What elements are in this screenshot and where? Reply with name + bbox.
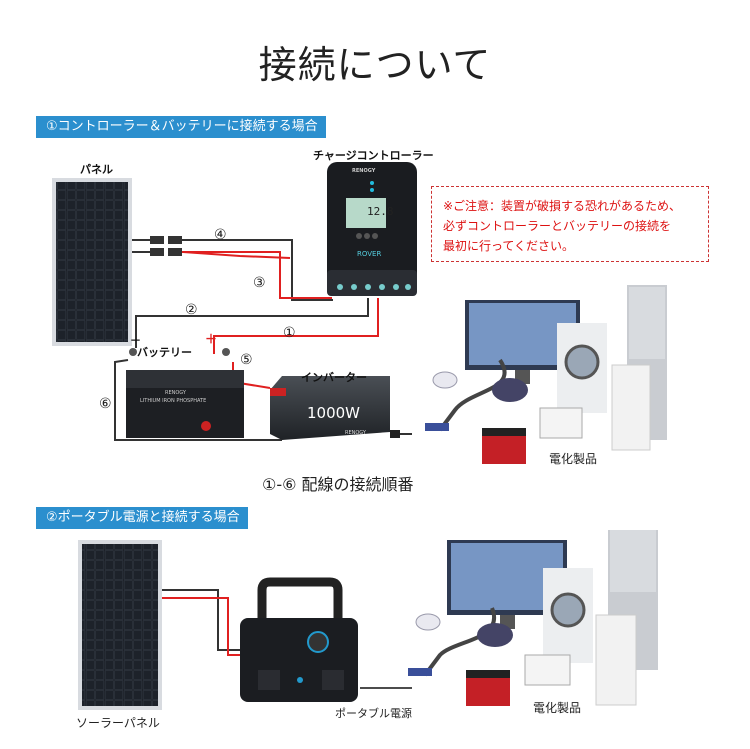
mc4-connector-3: [168, 236, 182, 244]
wire-number-1: ①: [283, 325, 296, 341]
mc4-connector: [150, 236, 164, 244]
portable-power-station: [240, 577, 358, 702]
wire-2: [135, 298, 369, 348]
battery-plus-sign: ＋: [205, 332, 218, 346]
wire-number-3: ③: [253, 275, 266, 291]
inverter: [270, 376, 412, 440]
wire-number-4: ④: [214, 227, 227, 243]
wire-3b: [182, 251, 291, 259]
panel-label: パネル: [80, 163, 113, 176]
mc4-connector-2: [150, 248, 164, 256]
appliances-illustration: [425, 285, 667, 464]
solar-panel: [52, 178, 132, 346]
wiring-2: [162, 589, 412, 689]
charge-controller: [327, 162, 417, 296]
inverter-label: インバーター: [301, 371, 367, 384]
caution-line-1: ※ご注意：装置が破損する恐れがあるため、: [443, 199, 682, 213]
wire-number-5: ⑤: [240, 352, 253, 368]
connection-diagram-portable: [78, 530, 658, 710]
wire-1: [213, 298, 379, 354]
controller-display: 12.8: [367, 205, 394, 218]
solar-panel-label: ソーラーパネル: [76, 716, 160, 730]
appliances-label-1: 電化製品: [549, 452, 598, 466]
wiring-order-caption: ①-⑥ 配線の接続順番: [262, 475, 414, 494]
battery-brand: RENOGY: [165, 390, 186, 396]
wire-4: [182, 239, 333, 301]
controller-model: ROVER: [357, 250, 382, 258]
wire-3: [182, 251, 332, 299]
section1-header: ①コントローラー＆バッテリーに接続する場合: [36, 116, 326, 138]
caution-line-2: 必ずコントローラーとバッテリーの接続を: [443, 219, 672, 233]
battery-text: LITHIUM IRON PHOSPHATE: [140, 398, 207, 404]
inverter-brand: RENOGY: [345, 430, 366, 436]
page-title: 接続について: [258, 43, 492, 87]
section2-header: ②ポータブル電源と接続する場合: [36, 507, 248, 529]
appliances-illustration-2: [408, 530, 658, 706]
controller-label: チャージコントローラー: [313, 149, 434, 162]
solar-panel-2: [78, 540, 162, 710]
controller-brand: RENOGY: [352, 168, 376, 174]
portable-power-label: ポータブル電源: [335, 707, 412, 720]
battery: [126, 348, 244, 438]
appliances-label-2: 電化製品: [533, 701, 582, 715]
wire-6: [114, 359, 282, 441]
battery-minus-sign: －: [130, 334, 141, 347]
wiring: [114, 236, 379, 441]
caution-note: ※ご注意：装置が破損する恐れがあるため、 必ずコントローラーとバッテリーの接続を…: [431, 186, 709, 262]
inverter-power: 1000W: [307, 404, 361, 422]
mc4-connector-4: [168, 248, 182, 256]
wire-number-2: ②: [185, 302, 198, 318]
wire-number-6: ⑥: [99, 396, 112, 412]
caution-line-3: 最初に行ってください。: [443, 239, 575, 253]
connection-diagram-controller: [52, 162, 667, 464]
battery-label: バッテリー: [137, 346, 192, 359]
